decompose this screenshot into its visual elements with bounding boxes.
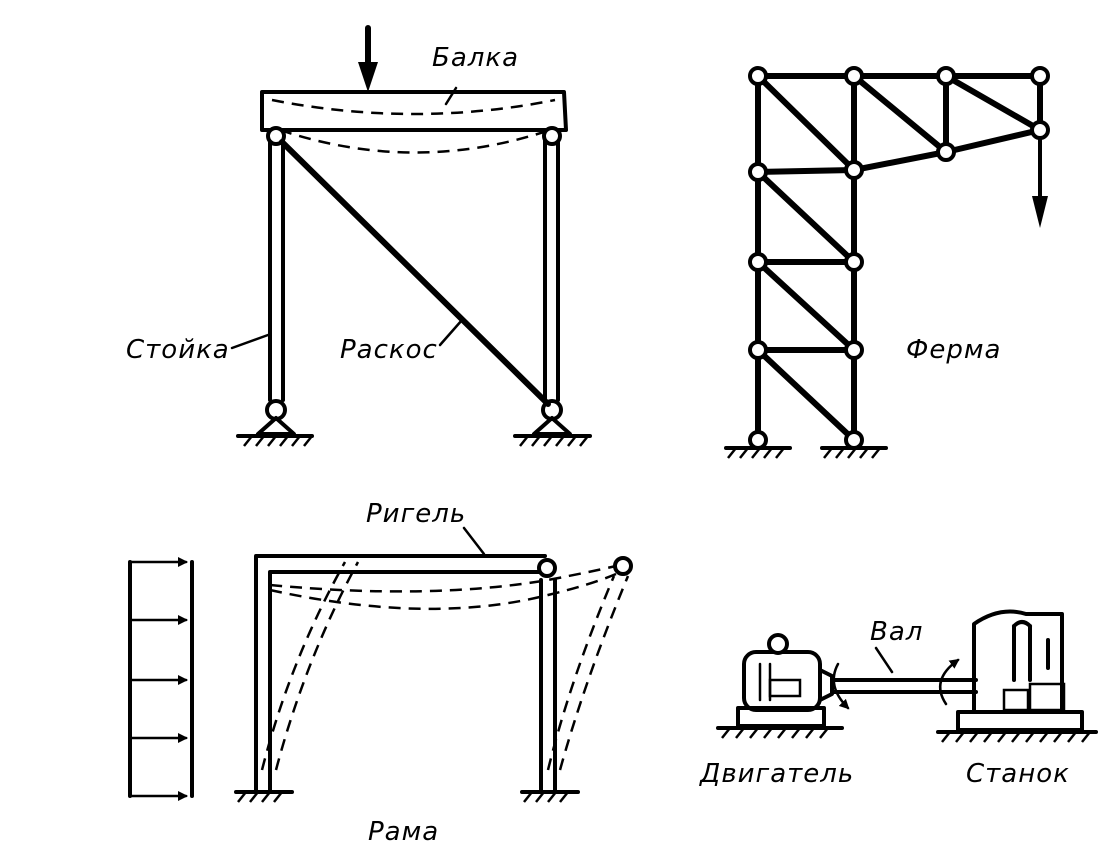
beam-deflection-curve [279, 128, 551, 154]
left-post [236, 126, 314, 447]
motor [716, 633, 844, 739]
diagonal-brace [279, 139, 551, 407]
machine-tool [936, 609, 1098, 743]
raskos-leader [438, 318, 464, 347]
frame-members [254, 554, 557, 792]
label-ferma: Ферма [906, 335, 1001, 365]
label-raskos: Раскос [340, 335, 438, 365]
label-val: Вал [870, 617, 923, 647]
stoyka-leader [230, 333, 270, 350]
truss-structure: Ферма [724, 66, 1050, 459]
truss-nodes [748, 66, 1050, 450]
frame-deformed-shape [260, 561, 630, 771]
truss-load-arrow [1032, 136, 1048, 228]
truss-supports [724, 446, 888, 459]
label-rigel: Ригель [366, 499, 466, 529]
right-post [513, 126, 592, 447]
val-leader [874, 646, 894, 674]
load-arrow [358, 25, 378, 92]
balka-leader [444, 86, 458, 106]
beam-structure: Балка Стойка Раскос [126, 25, 592, 447]
frame-supports [234, 790, 580, 803]
truss-members [755, 73, 1043, 443]
label-stanok: Станок [966, 759, 1070, 789]
shaft [830, 658, 978, 710]
rigel-leader [462, 526, 486, 556]
label-rama: Рама [368, 817, 439, 845]
label-balka: Балка [432, 43, 519, 73]
label-stoyka: Стойка [126, 335, 230, 365]
distributed-load [128, 557, 194, 801]
beam [260, 90, 568, 132]
frame-structure: Ригель Рама [128, 499, 633, 845]
frame-hinge-displaced [613, 556, 633, 576]
frame-hinge [537, 558, 557, 578]
shaft-assembly: Вал Двигатель Станок [699, 609, 1098, 789]
label-dvigatel: Двигатель [699, 759, 854, 789]
